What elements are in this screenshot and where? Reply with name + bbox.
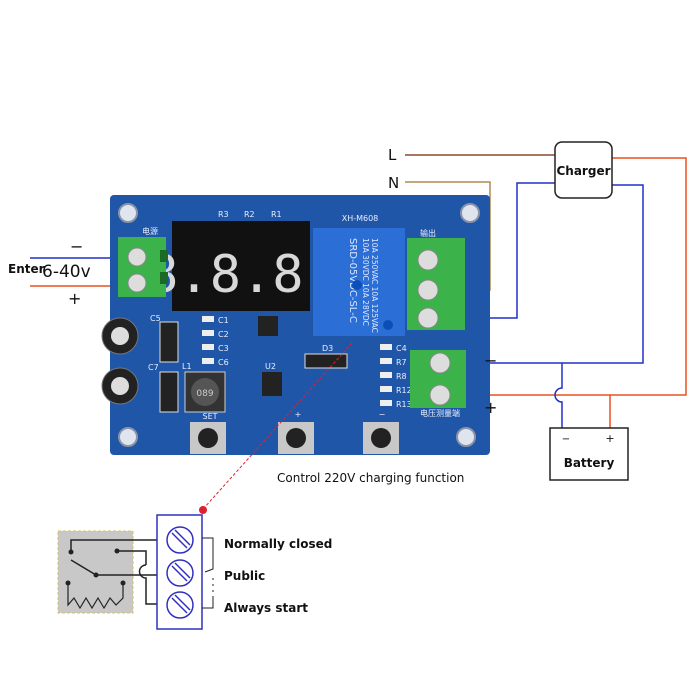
- xh-m608-board: XH-M608 电源 输出 电压测量端 R3 R2 R1 C1 C2 C3 C6…: [101, 195, 490, 455]
- minus-button[interactable]: [363, 422, 399, 454]
- c1-label: C1: [218, 316, 229, 325]
- terminal-public: Public: [224, 569, 265, 583]
- led-display: [172, 221, 310, 311]
- relay-rating-dc: 10A 30VDC 10A 28VDC: [361, 238, 370, 326]
- power-terminal: [118, 237, 168, 297]
- measure-minus-label: −: [484, 351, 497, 370]
- enter-label: Enter: [8, 262, 45, 276]
- c3-label: C3: [218, 344, 229, 353]
- charger-label: Charger: [556, 164, 610, 178]
- relay-model: SRD-05VDC-SL-C: [347, 238, 358, 323]
- battery-minus: −: [562, 434, 570, 445]
- r3-label: R3: [218, 210, 229, 219]
- c2-label: C2: [218, 330, 229, 339]
- c7-label: C7: [148, 363, 159, 372]
- terminal-normally-closed: Normally closed: [224, 537, 332, 551]
- pointer-line: [203, 342, 353, 509]
- output-terminal: [407, 238, 465, 330]
- input-minus-label: −: [70, 237, 83, 256]
- power-label: 电源: [142, 226, 158, 236]
- positive-wire: [440, 157, 687, 396]
- plus-button[interactable]: [278, 422, 314, 454]
- board-model: XH-M608: [342, 214, 379, 223]
- l1-label: L1: [182, 362, 192, 371]
- l-label: L: [388, 146, 397, 164]
- set-button[interactable]: [190, 422, 226, 454]
- r13-label: R13: [396, 400, 412, 409]
- caption: Control 220V charging function: [277, 471, 464, 485]
- minus-label: −: [379, 410, 386, 419]
- measure-label: 电压测量端: [420, 408, 460, 418]
- set-label: SET: [202, 412, 217, 421]
- r2-label: R2: [244, 210, 255, 219]
- output-label: 输出: [420, 228, 436, 238]
- r12-label: R12: [396, 386, 412, 395]
- battery-negative-wire: [554, 363, 563, 428]
- negative-wire: [440, 184, 644, 364]
- r7-label: R7: [396, 358, 407, 367]
- input-plus-label: +: [68, 289, 81, 308]
- measure-plus-label: +: [484, 398, 497, 417]
- display-value: 8.8.8.: [147, 245, 335, 305]
- r8-label: R8: [396, 372, 407, 381]
- charger-box: [554, 141, 613, 199]
- r1-label: R1: [271, 210, 282, 219]
- battery-box: [549, 427, 629, 481]
- battery-label: Battery: [564, 456, 615, 470]
- d3-label: D3: [322, 344, 333, 353]
- terminal-always-start: Always start: [224, 601, 308, 615]
- c5-label: C5: [150, 314, 161, 323]
- pointer-dot: [199, 506, 207, 514]
- c6-label: C6: [218, 358, 229, 367]
- n-label: N: [388, 174, 399, 192]
- input-voltage-label: 6-40v: [42, 262, 91, 282]
- inductor-label: 089: [196, 389, 213, 399]
- u2-label: U2: [265, 362, 276, 371]
- relay-schematic: [57, 514, 214, 630]
- relay-rating-ac: 10A 250VAC 10A 125VAC: [370, 238, 379, 333]
- c4-label: C4: [396, 344, 407, 353]
- plus-label: +: [295, 410, 302, 419]
- measure-terminal: [410, 350, 466, 408]
- battery-plus: +: [605, 432, 614, 445]
